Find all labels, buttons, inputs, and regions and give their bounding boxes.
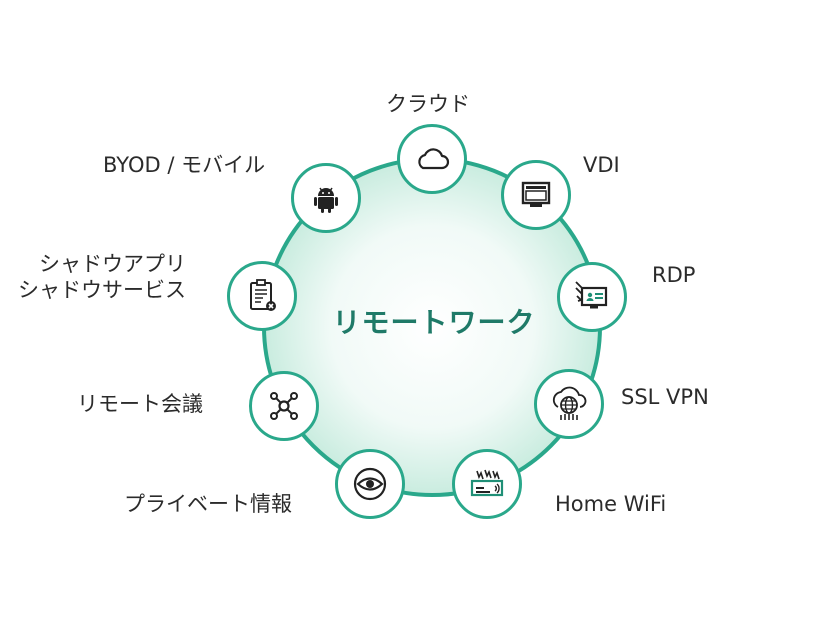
label-private-info: プライベート情報 — [124, 492, 292, 516]
node-ssl-vpn — [534, 369, 604, 439]
node-byod — [291, 163, 361, 233]
label-ssl-vpn: SSL VPN — [621, 385, 709, 409]
node-home-wifi — [452, 449, 522, 519]
network-nodes-icon — [270, 392, 298, 420]
cloud-icon — [418, 148, 450, 170]
label-shadow-line-2: シャドウサービス — [18, 278, 186, 303]
node-remote-meeting — [249, 371, 319, 441]
android-icon — [314, 187, 338, 213]
label-cloud: クラウド — [386, 92, 470, 116]
node-cloud — [397, 124, 467, 194]
globe-network-icon — [552, 386, 587, 420]
node-vdi — [501, 160, 571, 230]
center-title: リモートワーク — [332, 306, 536, 339]
label-rdp: RDP — [652, 263, 696, 287]
label-home-wifi: Home WiFi — [555, 492, 667, 516]
monitor-icon — [521, 181, 551, 207]
node-shadow — [227, 261, 297, 331]
node-private-info — [335, 449, 405, 519]
remote-desktop-icon — [575, 281, 608, 309]
label-vdi: VDI — [583, 153, 620, 177]
label-byod: BYOD / モバイル — [103, 153, 266, 177]
clipboard-x-icon — [250, 279, 276, 311]
node-rdp — [557, 262, 627, 332]
label-shadow: シャドウアプリ シャドウサービス — [18, 251, 186, 304]
label-remote-meeting: リモート会議 — [77, 392, 203, 416]
wifi-router-icon — [470, 469, 504, 497]
eye-icon — [353, 467, 387, 501]
label-shadow-line-1: シャドウアプリ — [39, 252, 186, 276]
